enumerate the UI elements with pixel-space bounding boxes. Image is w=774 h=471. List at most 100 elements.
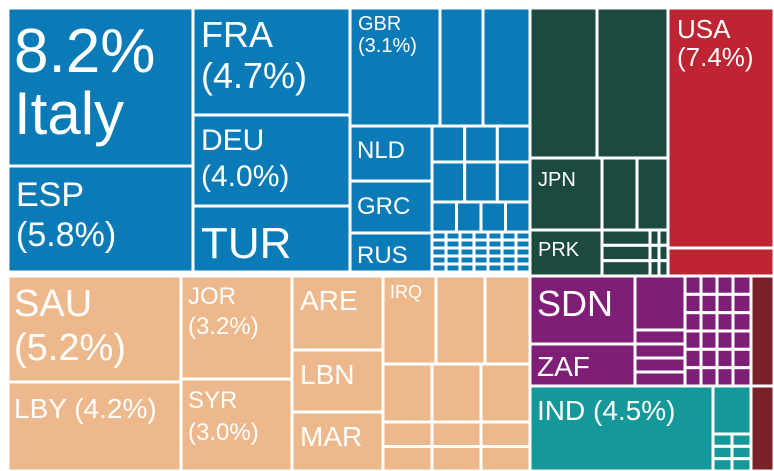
tile-small-ssa <box>731 347 753 370</box>
tile-small-mena <box>479 420 532 448</box>
label-grc-name: GRC <box>357 193 410 220</box>
tile-small-mena <box>483 274 532 366</box>
label-syr-share: (3.0%) <box>188 419 259 446</box>
tile-small-europe <box>430 160 467 204</box>
tile-small-sa <box>711 384 753 436</box>
tile-small-ssa <box>699 366 719 388</box>
tile-grc <box>348 179 434 235</box>
tile-small-ssa <box>731 329 753 351</box>
tile-small-europe <box>479 200 507 234</box>
tile-small-europe <box>472 262 490 274</box>
label-lby: LBY (4.2%) <box>14 393 157 424</box>
tile-small-ssa <box>683 274 703 296</box>
tile-syr <box>179 377 294 471</box>
tile-small-mena <box>381 445 434 471</box>
tile-small-europe <box>430 124 467 164</box>
tile-east-asia-small <box>528 6 599 160</box>
label-sau-name: SAU <box>14 283 92 325</box>
label-deu-name: DEU <box>201 124 264 157</box>
tile-small-mena <box>430 362 483 424</box>
label-italy-share: 8.2% <box>14 17 155 86</box>
tile-italy <box>6 6 195 168</box>
tile-lby <box>6 380 183 471</box>
tile-jor <box>179 274 294 381</box>
label-are-name: ARE <box>300 285 358 316</box>
tile-small-ssa <box>633 328 687 346</box>
tile-east-asia-small <box>600 243 652 263</box>
tile-small-mena <box>479 445 532 471</box>
label-tur-name: TUR <box>201 219 291 268</box>
label-usa-name: USA <box>677 14 731 44</box>
label-mar-name: MAR <box>300 421 362 452</box>
tile-esp <box>6 164 195 274</box>
tile-small-europe <box>455 200 483 234</box>
label-rus-name: RUS <box>357 242 408 269</box>
tile-small-europe <box>495 124 532 164</box>
tile-small-ssa <box>715 274 735 296</box>
tile-small-ssa <box>633 274 687 332</box>
label-gbr-share: (3.1%) <box>358 35 417 57</box>
tile-small-ssa <box>683 329 703 351</box>
tile-small-ssa <box>715 292 735 315</box>
tile-small-mena <box>430 420 483 448</box>
label-sdn-name: SDN <box>537 283 613 324</box>
tile-small-ssa <box>715 366 735 388</box>
tile-east-asia-small <box>635 156 670 232</box>
tile-small-europe <box>504 200 532 234</box>
tile-small-mena <box>381 420 434 448</box>
tile-small-ssa <box>699 311 719 333</box>
tile-small-ssa <box>699 347 719 370</box>
tile-small-europe <box>444 262 462 274</box>
label-esp-share: (5.8%) <box>16 216 116 254</box>
tile-small-europe <box>458 262 476 274</box>
tile-usa-strip <box>666 246 774 278</box>
tile-small-europe <box>486 262 504 274</box>
tile-gbr <box>348 6 442 128</box>
tile-small-sa <box>730 444 753 461</box>
tile-small-mena <box>479 362 532 424</box>
tile-small-europe <box>495 160 532 204</box>
tile-small-ssa <box>715 347 735 370</box>
tile-small-europe <box>481 6 532 128</box>
tile-small-europe <box>463 160 499 204</box>
tile-small-sa <box>711 444 734 461</box>
tile-small-ssa <box>633 342 687 360</box>
label-zaf-name: ZAF <box>537 351 590 382</box>
tile-small-europe <box>438 6 485 128</box>
label-deu-share: (4.0%) <box>201 160 289 193</box>
tile-small-europe <box>514 262 532 274</box>
tile-small-ssa <box>731 274 753 296</box>
tile-other <box>749 274 774 388</box>
tile-small-ssa <box>731 292 753 315</box>
tile-small-ssa <box>715 311 735 333</box>
label-sau-share: (5.2%) <box>14 327 126 369</box>
tile-small-ssa <box>731 366 753 388</box>
label-ind: IND (4.5%) <box>537 395 675 426</box>
tile-ind <box>528 384 715 471</box>
tile-small-europe <box>500 262 518 274</box>
tile-small-ssa <box>683 292 703 315</box>
tile-small-sa <box>730 457 753 471</box>
tile-small-ssa <box>683 311 703 333</box>
tile-small-europe <box>430 200 458 234</box>
label-jor-share: (3.2%) <box>188 313 259 340</box>
tile-east-asia-small <box>595 6 670 160</box>
tile-small-sa <box>730 432 753 448</box>
tile-east-asia-small <box>600 228 652 247</box>
tile-tur <box>191 204 352 274</box>
label-lbn-name: LBN <box>300 359 354 390</box>
label-nld-name: NLD <box>357 137 405 164</box>
label-fra-name: FRA <box>201 14 273 55</box>
tile-lbn <box>290 348 385 414</box>
tile-small-mena <box>430 445 483 471</box>
tile-small-sa <box>711 457 734 471</box>
tile-small-ssa <box>699 292 719 315</box>
tile-small-ssa <box>683 347 703 370</box>
tile-small-mena <box>381 362 434 424</box>
tile-small-ssa <box>715 329 735 351</box>
label-jor-name: JOR <box>188 283 236 310</box>
tile-east-asia-small <box>600 156 639 232</box>
label-usa-share: (7.4%) <box>677 42 754 72</box>
label-italy-name: Italy <box>14 80 124 147</box>
